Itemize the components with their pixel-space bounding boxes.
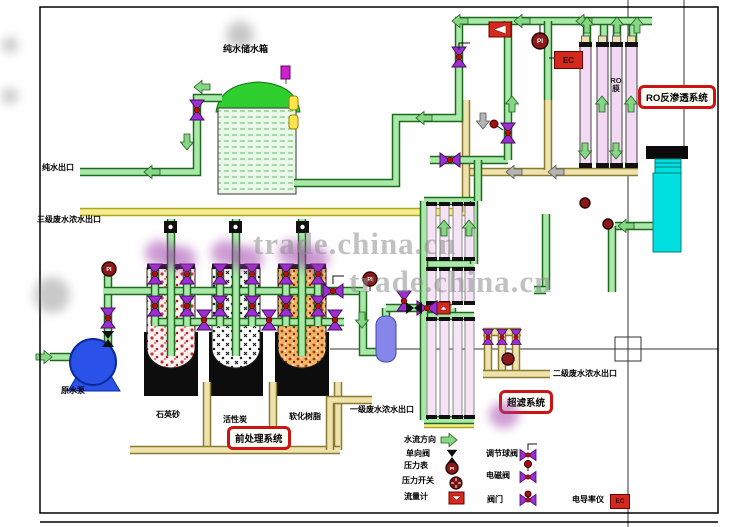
legend-flow-meter-label: 流量计 [404, 492, 428, 501]
pressure-gauge-icon [602, 218, 614, 230]
valve-icon [322, 283, 344, 299]
stage2-waste-outlet-label: 二级废水浓水出口 [553, 369, 617, 378]
pressure-gauge-icon [531, 32, 549, 50]
flow-arrow-icon [451, 14, 469, 28]
legend-check-valve-label: 单向阀 [406, 449, 430, 458]
flow-arrow-icon [505, 165, 523, 179]
frame-artifact-lines [330, 0, 718, 527]
softening-resin-label: 软化树脂 [289, 412, 321, 421]
uf-membrane-column [439, 319, 450, 417]
tower-cap [646, 146, 688, 159]
conductivity-meter-box: EC [554, 51, 583, 69]
solenoid-coil [489, 119, 499, 129]
uf-membrane-column [426, 269, 437, 303]
stage3-waste-outlet-label: 三级废水浓水出口 [37, 215, 101, 224]
valve-icon [439, 152, 461, 168]
valve-icon [500, 122, 516, 144]
flow-arrow-icon [476, 112, 490, 130]
flow-arrow-icon [143, 165, 161, 179]
quartz-sand-label: 石英砂 [156, 410, 180, 419]
drawing-frame [39, 6, 719, 523]
flow-arrow-icon [35, 350, 53, 364]
pure-water-outlet-label: 纯水出口 [42, 163, 74, 172]
ro-membrane-label: RO膜 [610, 76, 622, 93]
uf-membrane-column [452, 269, 463, 303]
valve-icon [100, 307, 116, 329]
uf-membrane-column [464, 319, 475, 417]
storage-tank-label: 纯水储水箱 [223, 44, 269, 54]
legend-conductivity-meter-icon: EC [610, 494, 630, 509]
flow-arrow-icon [513, 14, 531, 28]
cartridge-filter [375, 315, 397, 363]
ro-system-callout: RO反渗透系统 [638, 85, 716, 109]
uf-membrane-column [464, 269, 475, 303]
uf-membrane-column [426, 204, 437, 259]
flow-arrow-icon [415, 111, 433, 125]
uf-system-callout: 超滤系统 [499, 390, 554, 414]
pressure-gauge-icon [579, 197, 591, 209]
stage1-waste-outlet-label: 一级废水浓水出口 [350, 405, 414, 414]
svg-text:PI: PI [106, 267, 112, 273]
level-gauge [288, 114, 299, 130]
legend-solenoid-valve-icon [519, 470, 537, 484]
symbols-layer: PI PI PI PI [35, 14, 644, 507]
legend-pressure-gauge-label: 压力表 [404, 461, 428, 470]
svg-text:PI: PI [450, 466, 454, 471]
pressure-gauge-icon [362, 271, 378, 287]
flow-arrow-icon [617, 219, 635, 233]
valve-icon [189, 99, 205, 121]
legend-pressure-switch-icon [449, 476, 463, 490]
raw-water-pump [69, 338, 117, 386]
pipes-layer [50, 16, 655, 455]
uf-membrane-column [452, 319, 463, 417]
legend-valve-label: 阀门 [487, 495, 503, 504]
flow-arrow-icon [440, 433, 458, 447]
tower-neck [654, 158, 682, 174]
raw-water-pump-label: 原水泵 [61, 386, 85, 395]
polishing-column [652, 172, 682, 253]
legend-regulating-ball-valve-icon [519, 448, 537, 462]
uf-membrane-column [452, 204, 463, 259]
flow-arrow-icon [193, 80, 211, 94]
flow-arrow-icon [180, 133, 194, 151]
pressure-gauge-icon [445, 461, 459, 475]
uf-membrane-column [439, 269, 450, 303]
legend-pressure-switch-label: 压力开关 [402, 476, 434, 485]
pretreatment-system-callout: 前处理系统 [227, 426, 291, 450]
legend-regulating-ball-valve-label: 调节球阀 [486, 449, 518, 458]
storage-tank-body [217, 107, 297, 195]
pressure-gauge-icon [501, 352, 515, 366]
activated-carbon-label: 活性炭 [223, 415, 247, 424]
level-gauge [288, 95, 299, 111]
svg-text:PI: PI [367, 277, 373, 283]
level-indicator [280, 65, 291, 80]
svg-text:PI: PI [537, 38, 543, 45]
equipment-layer [67, 21, 688, 505]
legend-conductivity-meter-label: 电导率仪 [572, 495, 604, 504]
legend-flow-arrow-label: 水流方向 [404, 435, 436, 444]
pressure-gauge-icon [101, 261, 117, 277]
uf-membrane-column [426, 319, 437, 417]
legend-solenoid-valve-label: 电磁阀 [486, 471, 510, 480]
